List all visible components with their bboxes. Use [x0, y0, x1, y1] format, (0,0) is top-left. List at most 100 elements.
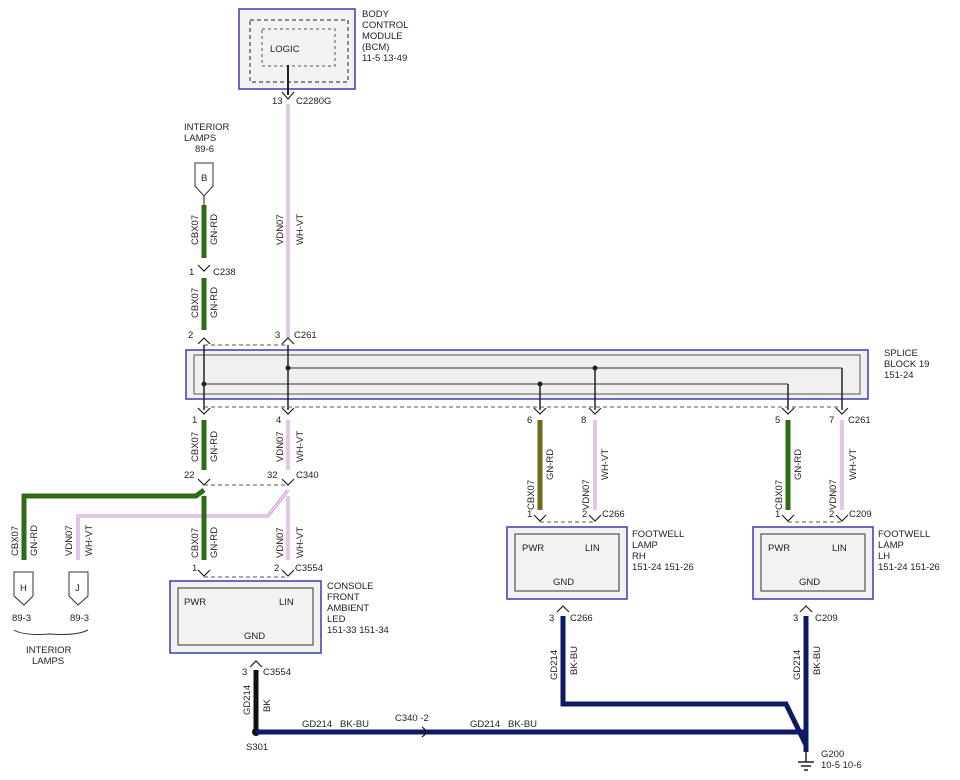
s301-label: S301 [246, 742, 268, 753]
c3554-pin-2: 2 [274, 563, 279, 574]
console-pwr: PWR [184, 597, 206, 608]
c266-pin-2: 2 [582, 509, 587, 520]
wire-label-whvt-c: WH-VT [295, 431, 306, 462]
c209-connector [781, 514, 795, 522]
footwell-lamp-rh: PWR LIN GND FOOTWELL LAMP RH 151-24 151-… [506, 526, 694, 600]
c238-connector [197, 264, 211, 272]
rh-lin: LIN [585, 543, 600, 554]
c261-bottom-label: C261 [848, 415, 871, 426]
bcm-title-3: MODULE [362, 31, 403, 42]
splice-block-19: SPLICE BLOCK 19 151-24 [185, 348, 929, 400]
lh-gnd-pin: 3 [793, 613, 798, 624]
wire-label-cbx07-lh: CBX07 [774, 480, 785, 510]
bcm-title-4: (BCM) [362, 42, 389, 53]
wire-label-cbx07-d: CBX07 [190, 528, 201, 558]
wire-label-gnrd-a: GN-RD [209, 214, 220, 245]
c261-pin-6: 6 [527, 415, 532, 426]
terminal-b [194, 162, 214, 197]
wire-cbx07-to-h [21, 488, 206, 560]
wire-label-whvt-rh: WH-VT [600, 449, 611, 480]
wire-label-vdn07-c: VDN07 [275, 431, 286, 462]
wire-label-vdn07-j: VDN07 [64, 525, 75, 556]
c340-pin-22: 22 [184, 470, 195, 481]
lh-lin: LIN [832, 543, 847, 554]
c238-pin: 1 [189, 267, 194, 278]
rh-gnd: GND [553, 577, 574, 588]
wire-label-gnrd-b: GN-RD [209, 287, 220, 318]
terminal-h: H 89-3 [12, 571, 34, 624]
wire-label-cbx07-c: CBX07 [190, 432, 201, 462]
wire-label-bk: BK [262, 699, 273, 712]
rh-refs: 151-24 151-26 [632, 562, 694, 573]
c266-label: C266 [602, 509, 625, 520]
c3554-pin-1: 1 [192, 563, 197, 574]
c3554-gnd-pin: 3 [242, 667, 247, 678]
rh-pwr: PWR [522, 543, 544, 554]
interior-lamps-top: INTERIOR LAMPS 89-6 B [184, 122, 230, 197]
wire-label-gd214-b: GD214 [302, 719, 332, 730]
rh-title-2: LAMP [632, 540, 658, 551]
splice-label-2: BLOCK 19 [884, 359, 929, 370]
wire-gd214-rh [560, 616, 809, 747]
g200-label: G200 [821, 749, 844, 760]
c266-connector [533, 514, 547, 522]
c3554-connector [197, 569, 211, 577]
c209-pin-1: 1 [775, 509, 780, 520]
wire-label-whvt-lh: WH-VT [848, 449, 859, 480]
c266-pin-1: 1 [527, 509, 532, 520]
wire-label-vdn07-lh: VDN07 [828, 479, 839, 510]
lh-gnd-connector: C209 [815, 613, 838, 624]
rh-gnd-connector: C266 [570, 613, 593, 624]
interior-lamps-label-1: INTERIOR [184, 122, 230, 133]
terminal-j-label: J [75, 583, 80, 594]
ground-g200 [798, 752, 814, 771]
wire-label-gnrd-lh: GN-RD [793, 449, 804, 480]
terminal-h-ref: 89-3 [12, 613, 31, 624]
c261-pin-4: 4 [276, 415, 281, 426]
bcm-pin: 13 [272, 96, 283, 107]
interior-lamps-bottom-1: INTERIOR [26, 645, 72, 656]
terminal-j-ref: 89-3 [70, 613, 89, 624]
console-refs: 151-33 151-34 [327, 625, 389, 636]
wire-label-gnrd-h: GN-RD [29, 525, 40, 556]
c340-label: C340 [296, 470, 319, 481]
wire-label-vdn07-d: VDN07 [275, 527, 286, 558]
lh-title-3: LH [878, 551, 890, 562]
console-title-2: FRONT [327, 592, 360, 603]
lh-pwr: PWR [768, 543, 790, 554]
rh-title-1: FOOTWELL [632, 529, 684, 540]
splice-label-1: SPLICE [884, 348, 918, 359]
wire-label-cbx07-a: CBX07 [190, 215, 201, 245]
terminal-h-label: H [20, 583, 27, 594]
wire-label-whvt-j: WH-VT [84, 525, 95, 556]
bcm-connector: C2280G [296, 96, 331, 107]
c261-pin-5: 5 [775, 415, 780, 426]
wire-label-whvt-d: WH-VT [295, 527, 306, 558]
lh-title-2: LAMP [878, 540, 904, 551]
wire-label-bkbu-lh: BK-BU [812, 646, 823, 675]
wire-label-whvt-a: WH-VT [295, 214, 306, 245]
wire-label-bkbu-b: BK-BU [340, 719, 369, 730]
console-title-4: LED [327, 614, 346, 625]
wire-label-cbx07-b: CBX07 [190, 288, 201, 318]
rh-title-3: RH [632, 551, 646, 562]
wire-label-gnrd-d: GN-RD [209, 527, 220, 558]
c261-pin-1: 1 [192, 415, 197, 426]
console-title-3: AMBIENT [327, 603, 369, 614]
c261-pin-7: 7 [829, 415, 834, 426]
wire-label-vdn07-rh: VDN07 [581, 479, 592, 510]
c209-pin-2: 2 [829, 509, 834, 520]
c261-pin-3: 3 [275, 330, 280, 341]
bcm-title-1: BODY [362, 9, 390, 20]
c261-bottom-arrows [197, 407, 849, 415]
interior-lamps-ref: 89-6 [195, 144, 214, 155]
console-gnd: GND [244, 631, 265, 642]
wire-label-cbx07-rh: CBX07 [526, 480, 537, 510]
wire-vdn07-to-j [76, 489, 290, 560]
console-lin: LIN [279, 597, 294, 608]
c3554-label: C3554 [295, 563, 323, 574]
c209-label: C209 [849, 509, 872, 520]
c340-2-label: C340 -2 [395, 713, 429, 724]
bcm-title-2: CONTROL [362, 20, 408, 31]
